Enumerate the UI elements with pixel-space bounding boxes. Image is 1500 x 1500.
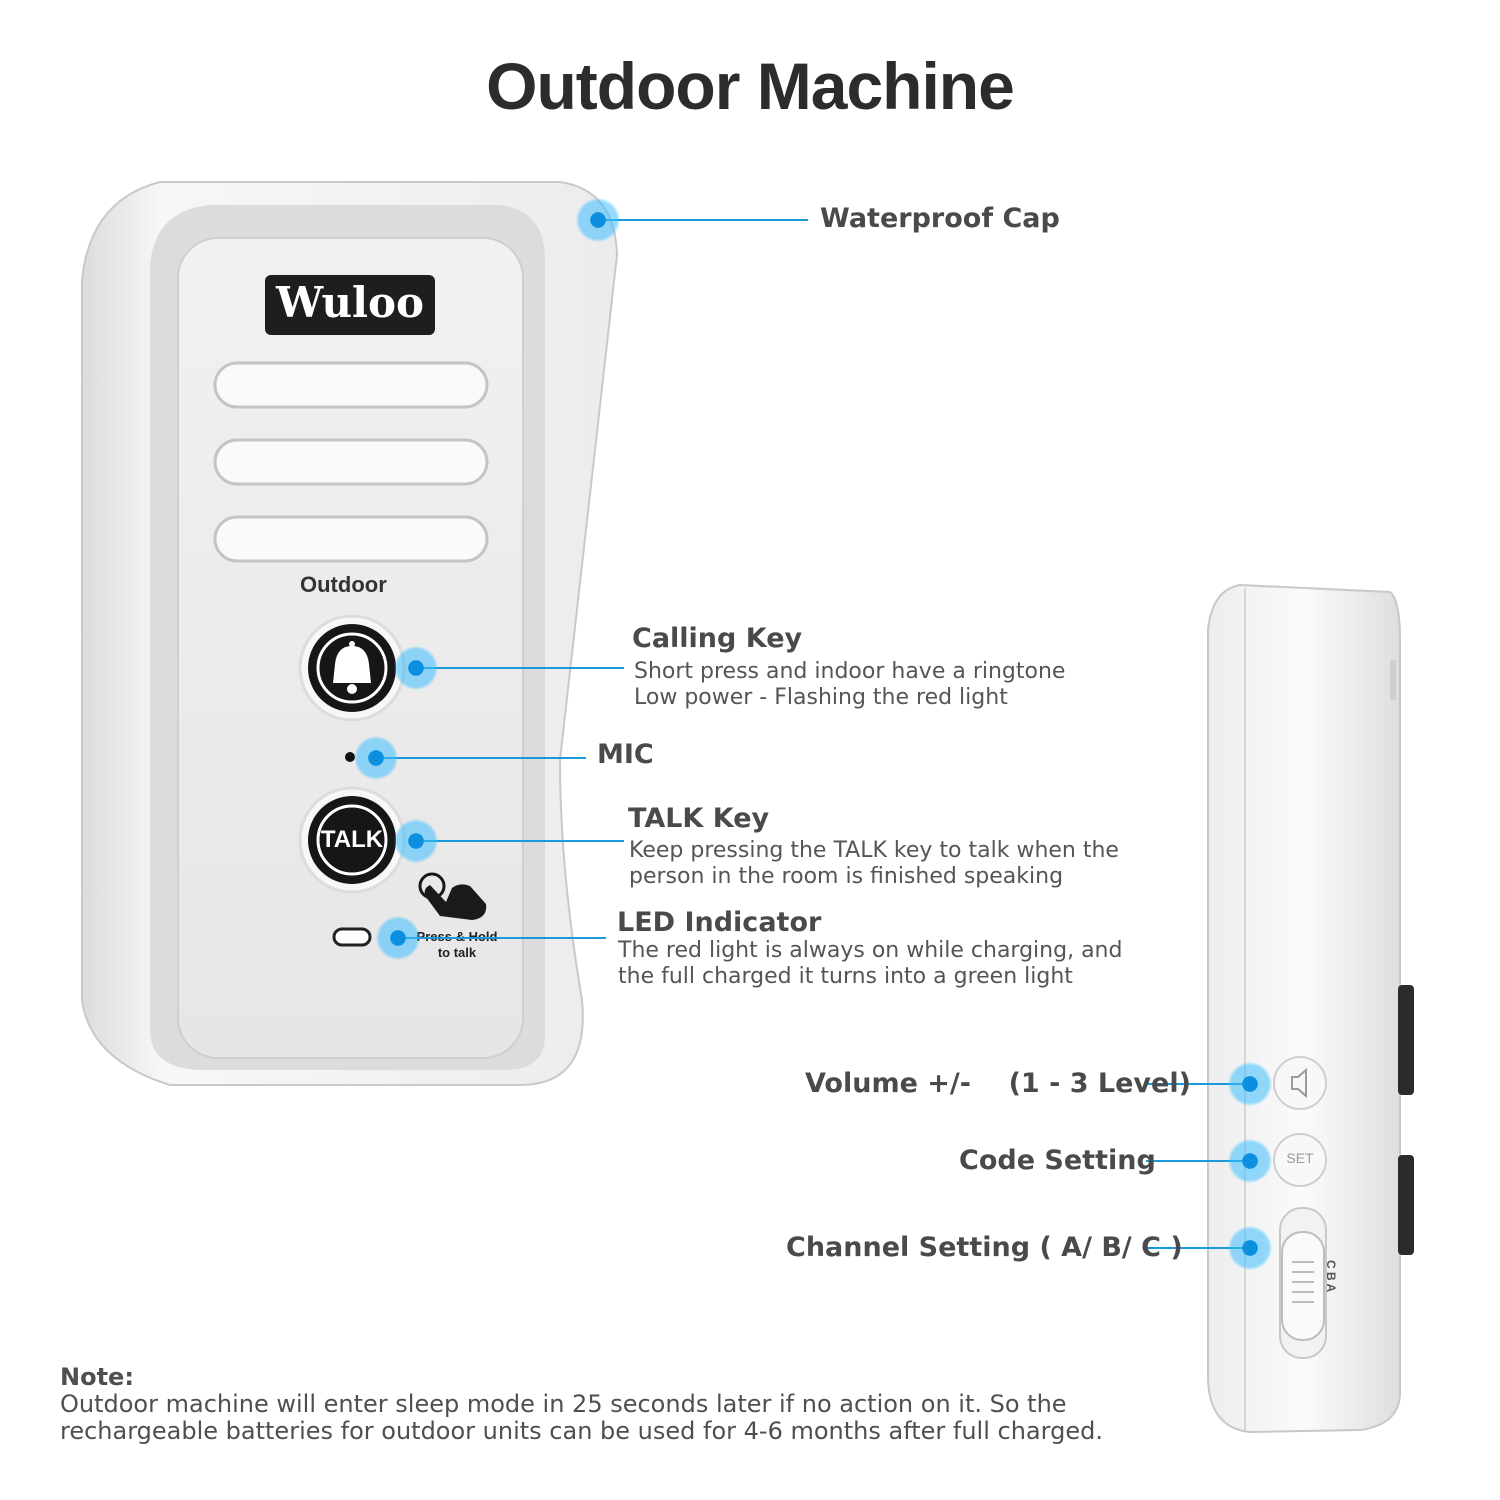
brand-name: Wuloo: [276, 278, 424, 327]
callout-line: [1146, 1247, 1250, 1249]
callout-dot: [394, 819, 438, 863]
note-label: Note:: [60, 1363, 134, 1391]
brand-logo: [265, 275, 435, 335]
callout-line: [416, 840, 624, 842]
callout-line: [398, 937, 606, 939]
speaker-icon: [1291, 1067, 1307, 1099]
waterproof-cap-heading: Waterproof Cap: [820, 203, 1060, 234]
press-hint: Press & Hold to talk: [404, 929, 510, 961]
bell-icon: [333, 641, 371, 694]
callout-line: [1146, 1083, 1250, 1085]
calling-key-desc-1: Short press and indoor have a ringtone: [634, 659, 1066, 684]
speaker-grille: [213, 515, 489, 563]
calling-key-desc-2: Low power - Flashing the red light: [634, 685, 1008, 710]
press-hint-line2: to talk: [437, 945, 477, 960]
mic-hole: [345, 752, 355, 762]
volume-heading: Volume +/- (1 - 3 Level): [805, 1068, 1191, 1099]
callout-dot: [1228, 1139, 1272, 1183]
hand-press-icon: [418, 872, 487, 920]
code-setting-heading: Code Setting: [959, 1145, 1156, 1176]
callout-line: [1146, 1160, 1250, 1162]
callout-dot: [1228, 1062, 1272, 1106]
page-title: Outdoor Machine: [486, 49, 1015, 123]
side-device-body: [1207, 583, 1401, 1434]
callout-dot: [576, 198, 620, 242]
talk-key-desc-1: Keep pressing the TALK key to talk when …: [629, 838, 1119, 863]
talk-key: [308, 796, 396, 884]
channel-letters: C B A: [1324, 1260, 1338, 1293]
note-line-2: rechargeable batteries for outdoor units…: [60, 1417, 1103, 1445]
speaker-grille: [213, 361, 489, 409]
note-line-1: Outdoor machine will enter sleep mode in…: [60, 1390, 1067, 1418]
callout-dot: [376, 916, 420, 960]
led-indicator-desc-1: The red light is always on while chargin…: [618, 938, 1123, 963]
speaker-grille: [213, 438, 489, 486]
talk-button-label: TALK: [320, 826, 384, 853]
led-indicator-heading: LED Indicator: [617, 907, 822, 938]
channel-setting-heading: Channel Setting ( A/ B/ C ): [786, 1232, 1183, 1263]
callout-dot: [354, 736, 398, 780]
press-hint-line1: Press & Hold: [404, 929, 510, 945]
set-button: [1273, 1133, 1327, 1187]
set-button-label: SET: [1286, 1150, 1314, 1166]
callout-line: [598, 219, 808, 221]
led-indicator-desc-2: the full charged it turns into a green l…: [618, 964, 1073, 989]
calling-key-heading: Calling Key: [632, 623, 803, 654]
device-label: Outdoor: [300, 572, 387, 597]
volume-button: [1273, 1056, 1327, 1110]
talk-key-heading: TALK Key: [628, 803, 770, 834]
note-block: Note: Outdoor machine will enter sleep m…: [60, 1364, 1103, 1445]
callout-line: [376, 757, 586, 759]
led-indicator: [332, 927, 372, 947]
callout-dot: [394, 646, 438, 690]
talk-key-desc-2: person in the room is finished speaking: [629, 864, 1064, 889]
callout-dot: [1228, 1226, 1272, 1270]
channel-slider-knob: [1281, 1231, 1325, 1341]
callout-line: [416, 667, 624, 669]
mic-heading: MIC: [597, 739, 654, 770]
